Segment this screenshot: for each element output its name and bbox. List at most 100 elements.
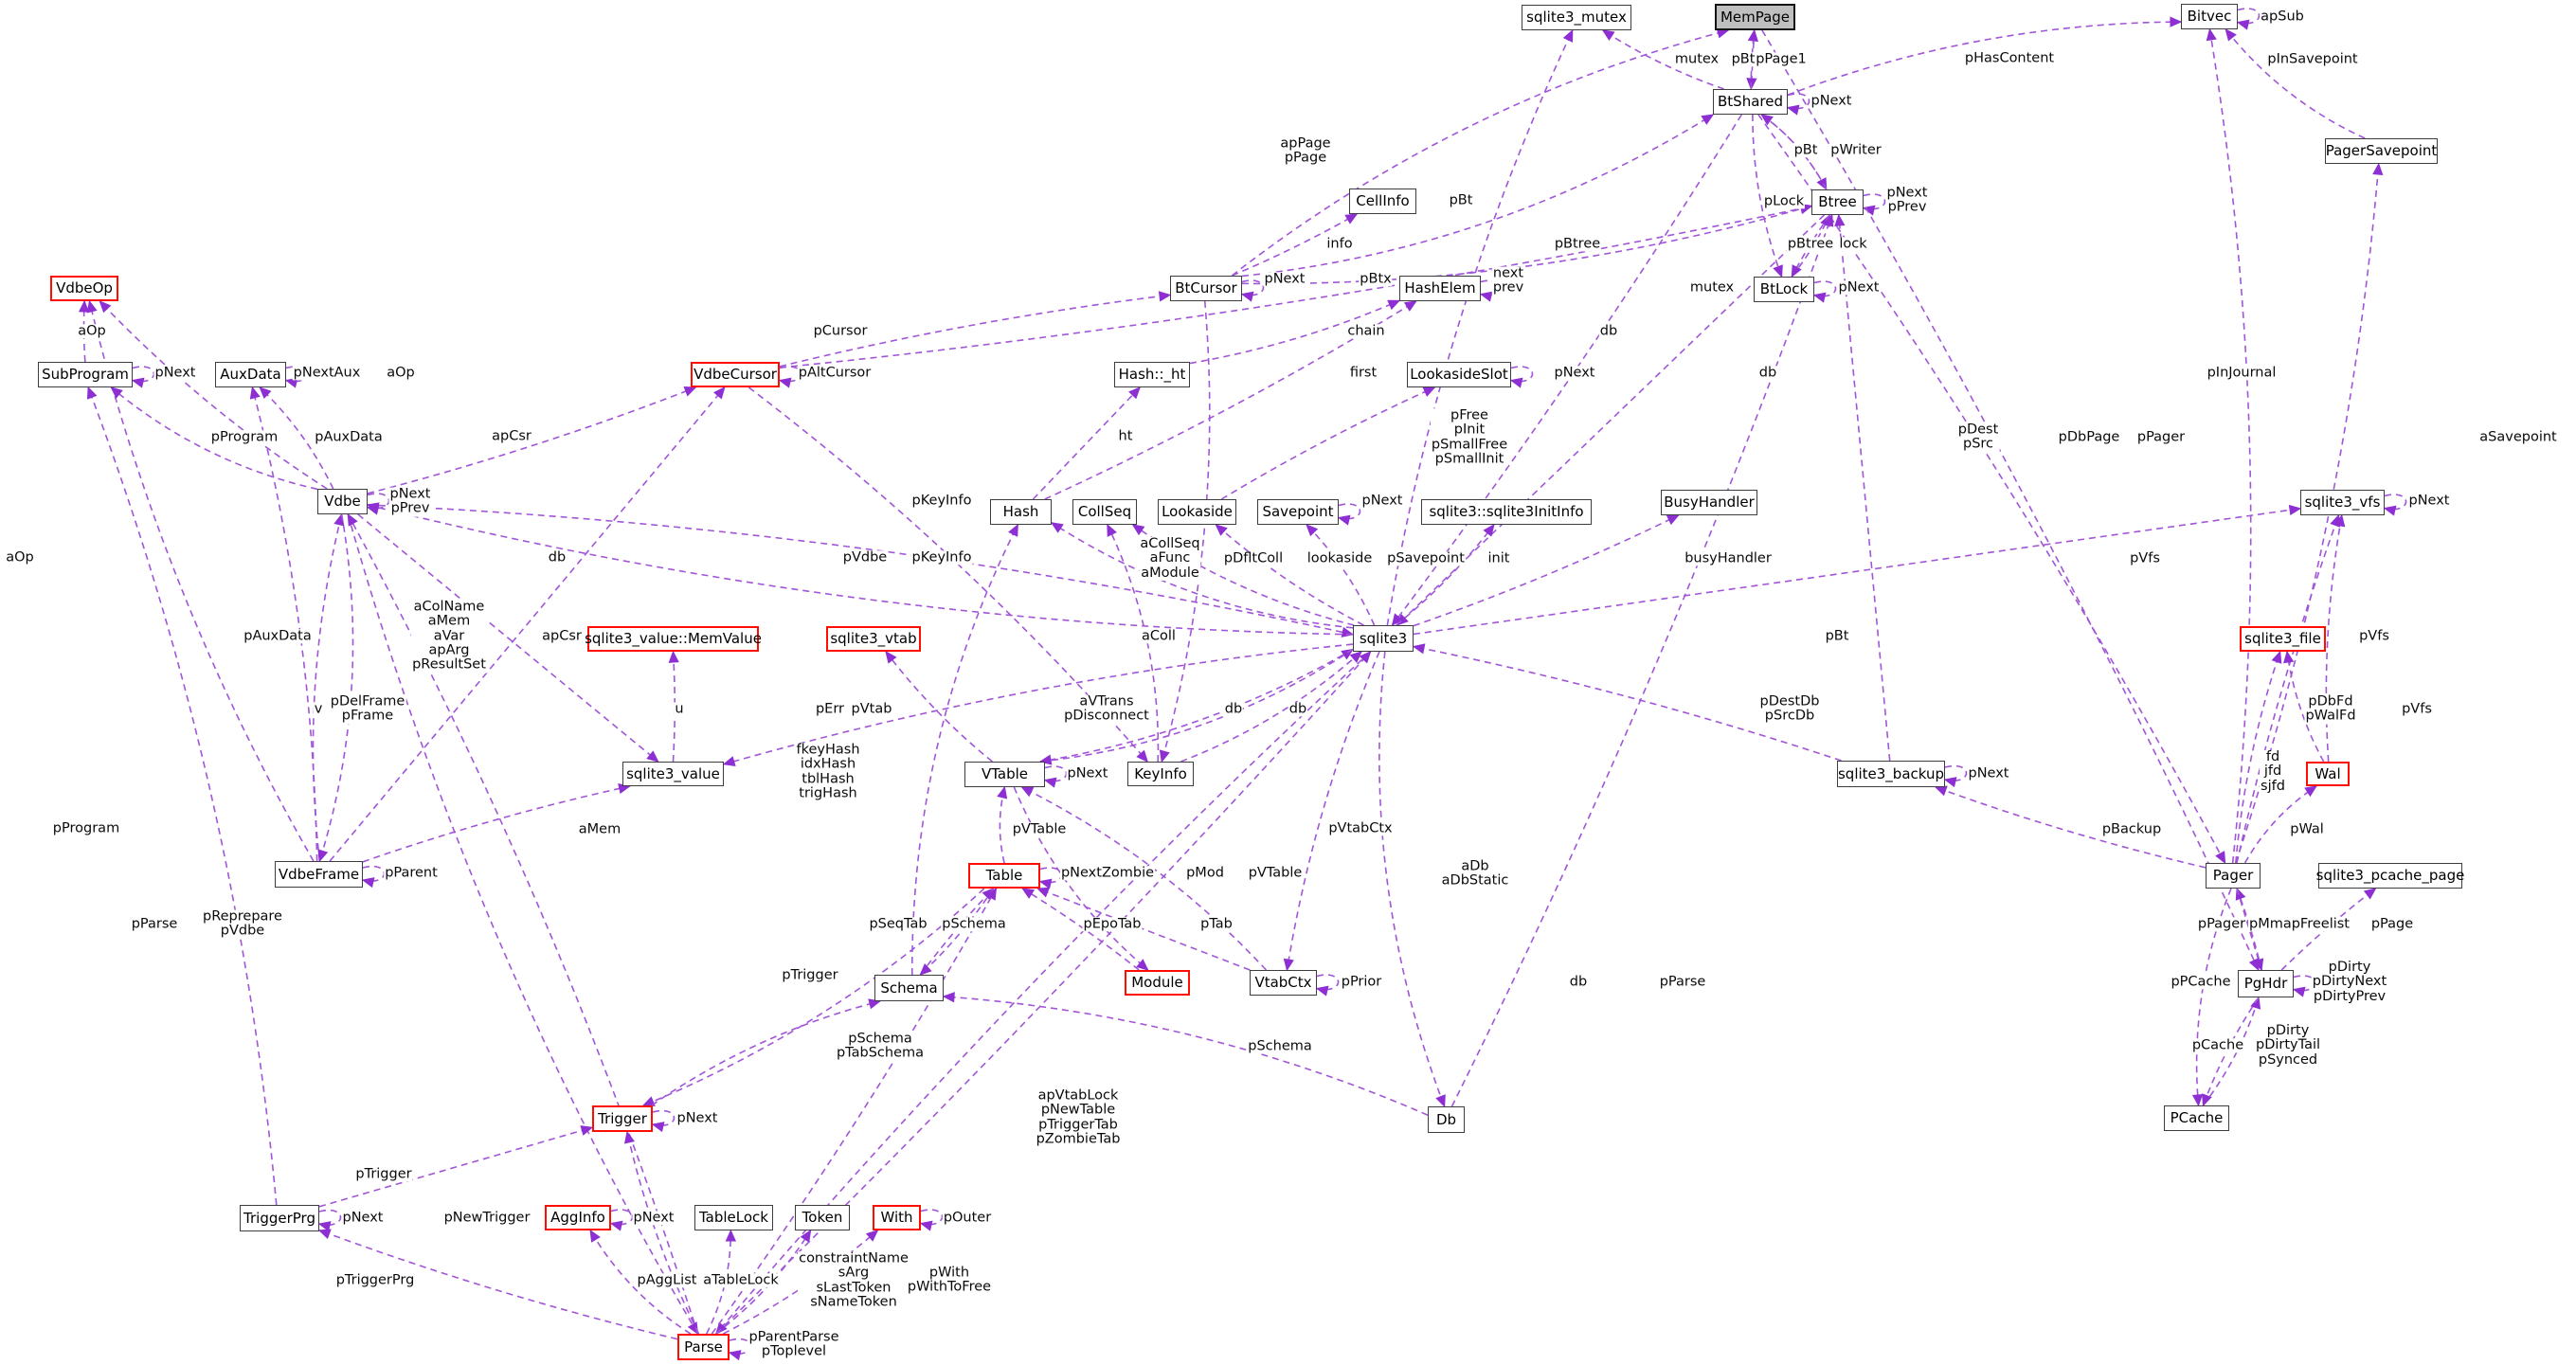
node-TriggerPrg[interactable]: TriggerPrg — [240, 1205, 319, 1231]
edge-label-sqlite3-VtabCtx: pVtabCtx — [1327, 820, 1394, 836]
edge-Vdbe-VdbeFrame — [317, 513, 354, 863]
edge-BtCursor-CellInfo — [1232, 213, 1359, 277]
edge-label-sqlite3-Db: aDb aDbStatic — [1440, 858, 1510, 889]
node-Module[interactable]: Module — [1125, 970, 1190, 996]
edge-label-VtabCtx-Table: pTab — [1199, 916, 1234, 932]
edge-label-Savepoint-Savepoint: pNext — [1360, 493, 1404, 509]
edge-label-MemPage-PgHdr: pDbPage — [2057, 429, 2121, 445]
node-Savepoint[interactable]: Savepoint — [1257, 499, 1339, 525]
edge-Btree-Btree — [1862, 193, 1886, 216]
edge-label-Btree-BtLock: lock — [1838, 236, 1868, 252]
node-sqlite3_vtab[interactable]: sqlite3_vtab — [826, 626, 921, 652]
edge-SubProgram-SubProgram — [131, 366, 155, 388]
edge-label-Parse-Token: constraintName sArg sLastToken sNameToke… — [798, 1250, 910, 1310]
edge-label-Lookaside-LookasideSlot: pFree pInit pSmallFree pSmallInit — [1430, 407, 1509, 467]
node-VtabCtx[interactable]: VtabCtx — [1250, 970, 1317, 996]
node-LookasideSlot[interactable]: LookasideSlot — [1407, 362, 1511, 387]
node-sqlite3InitInfo[interactable]: sqlite3::sqlite3InitInfo — [1421, 499, 1592, 525]
node-TableLock[interactable]: TableLock — [694, 1205, 773, 1230]
edge-VTable-Module — [1013, 786, 1149, 971]
edge-label-BtCursor-KeyInfo: pKeyInfo — [910, 549, 973, 566]
node-sqlite3_vfs[interactable]: sqlite3_vfs — [2300, 490, 2385, 515]
node-HashElem[interactable]: HashElem — [1399, 276, 1481, 301]
node-sqlite3_pcache_page[interactable]: sqlite3_pcache_page — [2316, 863, 2464, 889]
node-BusyHandler[interactable]: BusyHandler — [1661, 490, 1757, 515]
edge-label-Parse-With: pWith pWithToFree — [906, 1265, 993, 1296]
node-Btree[interactable]: Btree — [1811, 189, 1864, 215]
edge-VTable-VTable — [1043, 765, 1068, 788]
edge-MemPage-PgHdr — [1761, 29, 2260, 972]
node-MemPage[interactable]: MemPage — [1715, 4, 1795, 30]
edge-sqlite3_value-MemValue — [668, 650, 679, 763]
node-sqlite3[interactable]: sqlite3 — [1353, 625, 1414, 652]
edge-label-sqlite3_value-MemValue: u — [674, 701, 685, 717]
node-PCache[interactable]: PCache — [2164, 1105, 2229, 1131]
edge-label-Trigger-Schema: pSchema pTabSchema — [835, 1031, 926, 1062]
node-sqlite3_mutex[interactable]: sqlite3_mutex — [1522, 5, 1631, 30]
edge-VTable-sqlite3_vtab — [885, 650, 993, 763]
node-KeyInfo[interactable]: KeyInfo — [1127, 762, 1194, 786]
edge-label-Vdbe-VdbeFrame: pDelFrame pFrame — [329, 693, 406, 725]
node-Schema[interactable]: Schema — [874, 975, 944, 1001]
edge-label-Table-Table: pNextZombie — [1059, 865, 1156, 881]
edge-label-BtShared-Pager: pPager — [2135, 429, 2187, 445]
edge-Savepoint-Savepoint — [1337, 503, 1361, 526]
edge-Parse-sqlite3 — [715, 651, 1372, 1335]
node-PgHdr[interactable]: PgHdr — [2238, 970, 2294, 997]
edge-label-Vdbe-AuxData: pAuxData — [314, 429, 384, 445]
edge-Pager-sqlite3_backup — [1934, 785, 2207, 869]
node-BtShared[interactable]: BtShared — [1713, 89, 1788, 115]
edge-Trigger-Schema — [651, 998, 882, 1106]
node-VdbeOp[interactable]: VdbeOp — [50, 276, 118, 301]
edge-label-Db-Schema: pSchema — [1247, 1038, 1313, 1054]
edge-label-VdbeCursor-Btree: pBtx — [1359, 271, 1393, 287]
node-Hash__ht[interactable]: Hash::_ht — [1114, 362, 1190, 387]
edge-label-Pager-sqlite3_file: fd jfd sjfd — [2260, 748, 2286, 795]
edge-label-VdbeFrame-Vdbe: v — [313, 701, 324, 717]
node-sqlite3_file[interactable]: sqlite3_file — [2240, 626, 2326, 652]
node-Db[interactable]: Db — [1428, 1106, 1465, 1133]
edge-label-sqlite3_backup-Btree: pDest pSrc — [1956, 422, 2000, 453]
node-With[interactable]: With — [873, 1205, 921, 1230]
node-Token[interactable]: Token — [795, 1205, 850, 1230]
node-Hash[interactable]: Hash — [990, 499, 1052, 525]
node-AuxData[interactable]: AuxData — [215, 362, 286, 387]
edge-label-MemPage-BtShared: pBt — [1730, 51, 1756, 67]
edge-label-TriggerPrg-SubProgram: pProgram — [51, 820, 121, 836]
edge-label-PgHdr-PgHdr: pDirty pDirtyNext pDirtyPrev — [2311, 959, 2388, 1005]
edge-label-BtShared-BtShared: pNext — [1810, 93, 1853, 109]
edge-label-sqlite3-VTable: aVTrans pDisconnect — [1063, 693, 1150, 725]
edge-label-Pager-PgHdr: pMmapFreelist — [2248, 916, 2351, 932]
edge-VdbeCursor-Btree — [779, 203, 1813, 368]
node-VTable[interactable]: VTable — [964, 762, 1045, 787]
node-SubProgram[interactable]: SubProgram — [38, 362, 133, 387]
node-Parse[interactable]: Parse — [677, 1334, 730, 1360]
edge-sqlite3-Db — [1378, 651, 1446, 1108]
edge-VTable-sqlite3 — [1039, 648, 1355, 763]
edge-VdbeFrame-Vdbe — [312, 512, 345, 862]
node-BtCursor[interactable]: BtCursor — [1170, 276, 1242, 301]
edge-Pager-sqlite3_vfs — [2236, 513, 2340, 864]
node-VdbeCursor[interactable]: VdbeCursor — [691, 362, 780, 387]
edge-label-Pager-PCache: pPCache — [2170, 974, 2232, 990]
node-Wal[interactable]: Wal — [2306, 762, 2350, 786]
node-Pager[interactable]: Pager — [2206, 863, 2261, 889]
node-Trigger[interactable]: Trigger — [592, 1105, 653, 1132]
node-sqlite3_backup[interactable]: sqlite3_backup — [1837, 761, 1945, 787]
node-BtLock[interactable]: BtLock — [1754, 277, 1814, 302]
node-VdbeFrame[interactable]: VdbeFrame — [275, 861, 363, 888]
node-CellInfo[interactable]: CellInfo — [1349, 189, 1416, 214]
node-Bitvec[interactable]: Bitvec — [2181, 4, 2238, 29]
node-Table[interactable]: Table — [968, 863, 1040, 889]
edge-sqlite3-VtabCtx — [1283, 651, 1380, 972]
node-MemValue[interactable]: sqlite3_value::MemValue — [585, 626, 762, 652]
node-AggInfo[interactable]: AggInfo — [545, 1205, 611, 1230]
node-Lookaside[interactable]: Lookaside — [1158, 499, 1236, 525]
node-sqlite3_value[interactable]: sqlite3_value — [622, 762, 724, 786]
edge-Wal-sqlite3_vfs — [2325, 513, 2346, 763]
node-Vdbe[interactable]: Vdbe — [317, 489, 368, 514]
node-CollSeq[interactable]: CollSeq — [1072, 499, 1137, 525]
edge-Parse-TableLock — [706, 1229, 737, 1335]
edge-label-Vdbe-Vdbe: pNext pPrev — [388, 486, 432, 517]
node-PagerSavepoint[interactable]: PagerSavepoint — [2325, 138, 2438, 164]
